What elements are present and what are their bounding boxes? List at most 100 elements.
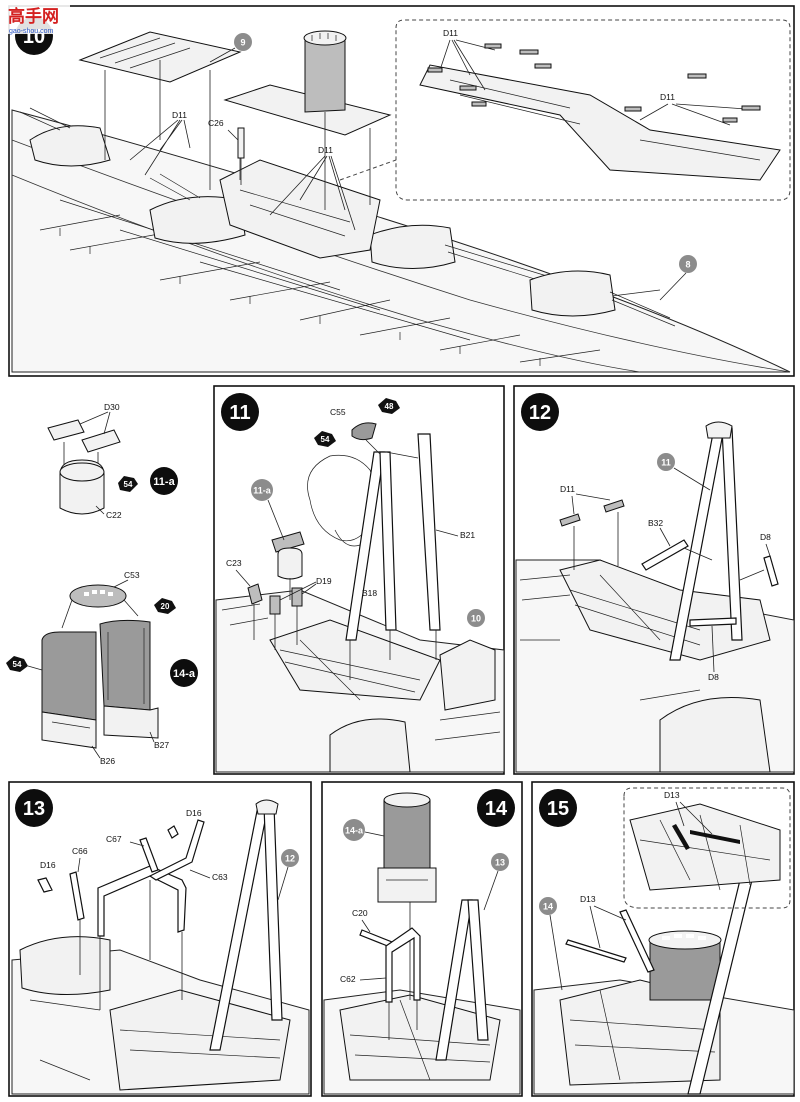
part-label-d8: D8	[760, 532, 771, 542]
main-turret-b	[149, 173, 246, 244]
paint-star-54: 54	[314, 431, 336, 447]
paint-code: 54	[13, 660, 22, 669]
step-number: 11	[229, 402, 250, 424]
part-label-d13: D13	[580, 894, 596, 904]
part-label-c53: C53	[124, 570, 140, 580]
panel-step-12: B32 D8 D8 D11 11 12	[513, 385, 795, 775]
part-label-d16: D16	[186, 808, 202, 818]
part-label-c63: C63	[212, 872, 228, 882]
subassembly-label-11a: 11-a	[150, 467, 178, 495]
step-badge-12: 12	[521, 393, 559, 431]
paint-star-20: 20	[154, 598, 176, 614]
part-c55	[351, 422, 377, 441]
ref-badge-12: 12	[277, 849, 299, 901]
part-b21	[417, 433, 441, 631]
panel-step-15: D13 D13 14 15	[531, 781, 795, 1097]
inset-frame	[395, 19, 791, 201]
part-label-c67: C67	[106, 834, 122, 844]
part-d13-b	[619, 909, 655, 973]
paint-star-48: 48	[378, 398, 400, 414]
part-b26	[41, 631, 97, 721]
assembly-guide-lines	[104, 60, 371, 210]
ref-badge-11a: 11-a	[251, 479, 285, 541]
part-b27	[99, 619, 151, 711]
funnel-14a	[383, 799, 431, 871]
part-label-d16: D16	[40, 860, 56, 870]
deck-railings	[39, 214, 661, 366]
step-badge-15: 15	[539, 789, 577, 827]
subassembly-label-14a: 14-a	[170, 659, 198, 687]
label-d11: D11	[172, 110, 187, 120]
hull-deck-edge	[11, 139, 791, 373]
part-b32	[641, 539, 689, 571]
ref-number: 14	[543, 902, 553, 912]
subassembly-14a: C53 B26 B27 20 54 14-a	[6, 570, 198, 766]
paint-code: 54	[321, 435, 330, 444]
ref-badge-9: 9	[209, 33, 252, 63]
part-label-c22: C22	[106, 510, 122, 520]
part-label-c62: C62	[340, 974, 356, 984]
main-turret-d	[529, 270, 676, 327]
part-c53	[69, 584, 127, 608]
part-label-c23: C23	[226, 558, 242, 568]
ref-number: 13	[495, 858, 505, 868]
ref-badge-13: 13	[483, 853, 509, 911]
part-label-b26: B26	[100, 756, 115, 766]
part-label-b18: B18	[362, 588, 377, 598]
sub-label: 11-a	[153, 476, 175, 488]
watermark-brand: 高手网	[8, 6, 59, 26]
step-number: 14	[485, 798, 508, 820]
step-badge-13: 13	[15, 789, 53, 827]
ref-badge-14: 14	[539, 897, 563, 991]
ref-number: 11	[661, 458, 671, 468]
part-c63	[97, 865, 187, 937]
ref-number: 14-a	[345, 826, 364, 836]
panel-step-10: D11 D11 C26 D11 D11	[6, 4, 795, 377]
part-d30-left	[47, 419, 85, 441]
part-label-d13: D13	[664, 790, 680, 800]
sub-label: 14-a	[173, 668, 196, 680]
inset-gun-detail: D11 D11	[339, 19, 791, 201]
part-c23	[247, 583, 263, 605]
ref-number: 9	[240, 38, 245, 48]
watermark-logo: 高手网 gao-shou.com	[6, 4, 70, 35]
panel-step-14: C20 C62 14-a 13 14	[321, 781, 523, 1097]
part-label-b21: B21	[460, 530, 475, 540]
label-c26: C26	[208, 118, 224, 128]
ref-badge-8: 8	[659, 255, 697, 301]
part-label-c55: C55	[330, 407, 346, 417]
paint-code: 20	[161, 602, 170, 611]
inset-frame	[623, 787, 791, 909]
panel-step-13: C63 C67 D16 C66 D16 12 13	[8, 781, 312, 1097]
part-d30-right	[81, 429, 121, 453]
part-c67	[139, 837, 159, 873]
paint-star-54: 54	[6, 656, 28, 672]
d11-callout-mid: D11	[269, 145, 356, 231]
part-label-b32: B32	[648, 518, 663, 528]
watermark-url: gao-shou.com	[9, 28, 54, 35]
ref-number: 11-a	[253, 486, 272, 496]
ref-badge-11: 11	[657, 453, 711, 491]
part-d8-lower	[689, 617, 737, 627]
label-d11: D11	[660, 92, 675, 102]
main-turret-a	[19, 107, 111, 167]
subassembly-11a: D30 C22 54 11-a	[47, 402, 178, 520]
part-label-c20: C20	[352, 908, 368, 918]
label-d11: D11	[318, 145, 333, 155]
label-d11: D11	[443, 28, 458, 38]
step-badge-11: 11	[221, 393, 259, 431]
superstructure-base	[219, 159, 381, 259]
step-number: 13	[23, 798, 45, 820]
paint-code: 54	[124, 480, 133, 489]
ref-badge-14a: 14-a	[343, 819, 385, 841]
part-label-c66: C66	[72, 846, 88, 856]
part-c66	[69, 871, 85, 921]
panel-step-11: C55 48 54 C23 D19 B18 B21 11-a 10	[213, 385, 505, 775]
ref-number: 10	[471, 614, 481, 624]
part-d13-a	[565, 939, 627, 963]
ref-number: 8	[685, 260, 690, 270]
part-label-d19: D19	[316, 576, 332, 586]
funnel	[303, 30, 347, 113]
part-label-d11: D11	[560, 484, 575, 494]
